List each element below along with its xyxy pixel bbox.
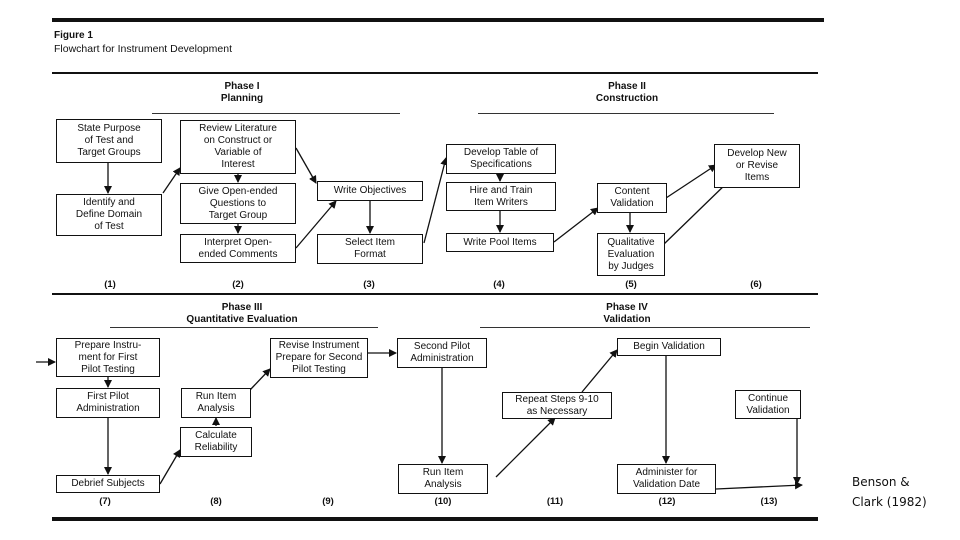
box-revise-instrument: Revise Instrument Prepare for Second Pil…	[270, 338, 368, 378]
box-give-questions: Give Open-ended Questions to Target Grou…	[180, 183, 296, 224]
arrow-3b-4a	[423, 157, 449, 244]
box-select-format: Select Item Format	[317, 234, 423, 264]
step-number-13: (13)	[760, 496, 778, 507]
box-administer-validation: Administer for Validation Date	[617, 464, 716, 494]
box-qualitative-evaluation: Qualitative Evaluation by Judges	[597, 233, 665, 276]
phase-4-heading: Phase IV Validation	[603, 302, 651, 325]
arrow-2a-3a	[295, 147, 317, 184]
phase-3-underline	[110, 327, 378, 328]
arrow-1b-2a	[162, 167, 181, 194]
box-state-purpose: State Purpose of Test and Target Groups	[56, 119, 162, 163]
step-number-4: (4)	[493, 279, 505, 290]
arrow-12b-13	[715, 481, 803, 490]
bottom-rule	[52, 517, 818, 521]
box-prepare-first-pilot: Prepare Instru- ment for First Pilot Tes…	[56, 338, 160, 377]
step-number-1: (1)	[104, 279, 116, 290]
box-review-literature: Review Literature on Construct or Variab…	[180, 120, 296, 174]
box-calculate-reliability: Calculate Reliability	[180, 427, 252, 457]
arrow-2c-3a	[295, 200, 337, 249]
box-write-objectives: Write Objectives	[317, 181, 423, 201]
arrow-7c-8b	[159, 449, 181, 485]
step-number-5: (5)	[625, 279, 637, 290]
step-number-10: (10)	[434, 496, 452, 507]
figure-title: Flowchart for Instrument Development	[54, 43, 232, 55]
box-identify-domain: Identify and Define Domain of Test	[56, 194, 162, 236]
arrow-5a-6a	[665, 164, 717, 199]
phase-4-underline	[480, 327, 810, 328]
arrow-10b-11a	[495, 417, 556, 478]
box-interpret-comments: Interpret Open- ended Comments	[180, 234, 296, 263]
step-number-6: (6)	[750, 279, 762, 290]
box-content-validation: Content Validation	[597, 183, 667, 213]
step-number-12: (12)	[658, 496, 676, 507]
box-run-item-analysis-2: Run Item Analysis	[398, 464, 488, 494]
phase-1-heading: Phase I Planning	[220, 81, 264, 104]
citation-credit: Benson & Clark (1982)	[852, 475, 927, 509]
box-run-item-analysis-1: Run Item Analysis	[181, 388, 251, 418]
arrow-11a-12a	[581, 349, 618, 393]
step-number-8: (8)	[210, 496, 222, 507]
arrow-4c-5a	[553, 207, 599, 243]
box-begin-validation: Begin Validation	[617, 338, 721, 356]
box-table-specifications: Develop Table of Specifications	[446, 144, 556, 174]
phase-2-underline	[478, 113, 774, 114]
box-first-pilot: First Pilot Administration	[56, 388, 160, 418]
arrow-8a-9a	[249, 368, 271, 391]
box-hire-writers: Hire and Train Item Writers	[446, 182, 556, 211]
phase-2-heading: Phase II Construction	[595, 81, 659, 104]
step-number-7: (7)	[99, 496, 111, 507]
box-develop-items: Develop New or Revise Items	[714, 144, 800, 188]
phase-3-heading: Phase III Quantitative Evaluation	[186, 302, 298, 325]
phase-1-underline	[152, 113, 400, 114]
box-repeat-steps: Repeat Steps 9-10 as Necessary	[502, 392, 612, 419]
step-number-3: (3)	[363, 279, 375, 290]
middle-rule	[52, 293, 818, 295]
step-number-2: (2)	[232, 279, 244, 290]
top-rule	[52, 18, 824, 22]
box-write-pool: Write Pool Items	[446, 233, 554, 252]
arrow-5b-6a	[662, 179, 731, 246]
step-number-9: (9)	[322, 496, 334, 507]
header-rule	[52, 72, 818, 74]
box-debrief-subjects: Debrief Subjects	[56, 475, 160, 493]
figure-label: Figure 1	[54, 30, 93, 41]
box-second-pilot: Second Pilot Administration	[397, 338, 487, 368]
box-continue-validation: Continue Validation	[735, 390, 801, 419]
step-number-11: (11)	[546, 496, 564, 507]
